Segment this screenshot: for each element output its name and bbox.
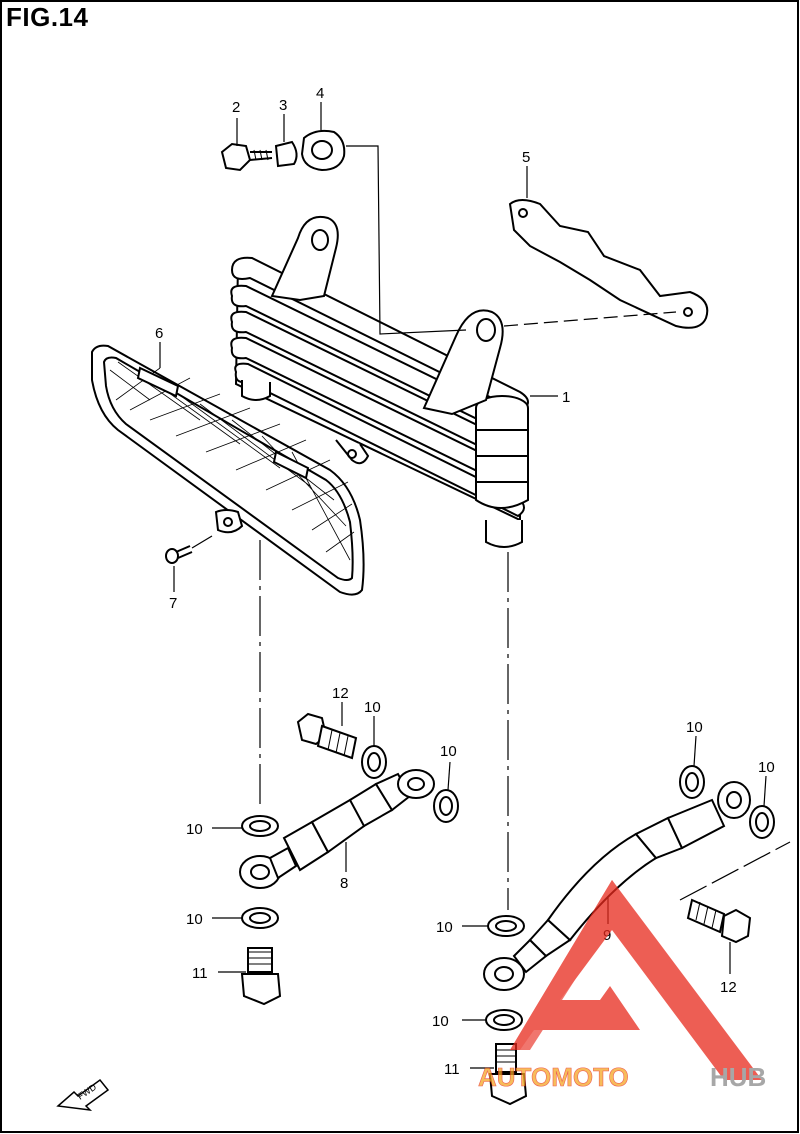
callout-6: 6 — [155, 325, 163, 342]
callout-8: 8 — [340, 875, 348, 892]
callout-labels: 1 2 3 4 5 6 7 8 9 10 10 10 10 10 10 10 1… — [155, 85, 775, 1078]
cooler-grille — [91, 344, 365, 596]
watermark-text-hub: HUB — [710, 1062, 766, 1092]
callout-10f: 10 — [758, 759, 775, 776]
forward-direction-arrow: FWD — [56, 1078, 110, 1112]
callout-5: 5 — [522, 149, 530, 166]
oil-cooler — [230, 216, 529, 548]
callout-3: 3 — [279, 97, 287, 114]
leader-lines — [159, 102, 791, 1069]
oil-hose-right — [483, 781, 751, 991]
callout-2: 2 — [232, 99, 240, 116]
oil-hose-left — [239, 769, 435, 889]
callout-4: 4 — [316, 85, 324, 102]
washers — [241, 745, 775, 1031]
callout-10a: 10 — [364, 699, 381, 716]
union-bolt-right — [686, 898, 752, 944]
callout-7: 7 — [169, 595, 177, 612]
callout-10b: 10 — [440, 743, 457, 760]
watermark-text-main: AUTOMOTO — [478, 1062, 629, 1092]
automotohub-watermark: AUTOMOTO HUB — [478, 880, 766, 1092]
callout-12a: 12 — [332, 685, 349, 702]
callout-12b: 12 — [720, 979, 737, 996]
mounting-bracket — [508, 199, 709, 329]
callout-10h: 10 — [432, 1013, 449, 1030]
callout-10g: 10 — [436, 919, 453, 936]
callout-10e: 10 — [686, 719, 703, 736]
callout-1: 1 — [562, 389, 570, 406]
bolt-collar-grommet-set — [220, 129, 346, 172]
callout-11a: 11 — [192, 965, 208, 982]
union-bolt-left — [296, 712, 358, 760]
callout-10d: 10 — [186, 911, 203, 928]
callout-10c: 10 — [186, 821, 203, 838]
callout-11b: 11 — [444, 1061, 460, 1078]
figure-title: FIG.14 — [6, 2, 89, 32]
fitting-right — [488, 1043, 528, 1106]
fitting-left — [240, 947, 282, 1006]
grille-screw — [165, 545, 193, 564]
